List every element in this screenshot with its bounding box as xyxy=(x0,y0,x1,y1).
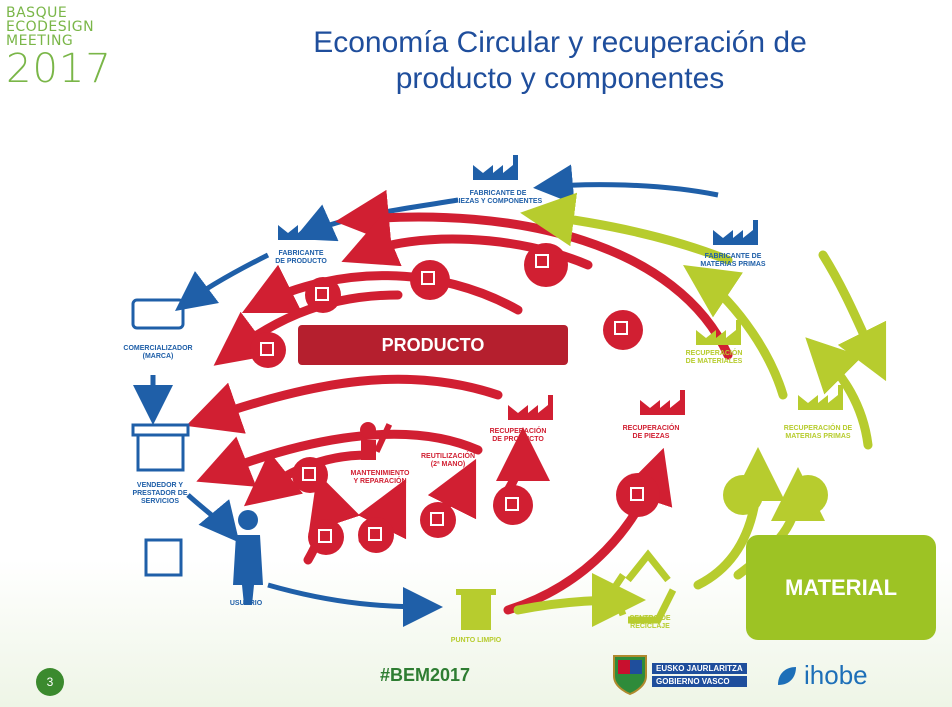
factory-icons xyxy=(278,155,843,420)
wrench-icon xyxy=(360,422,393,460)
ihobe-logo: ihobe xyxy=(776,660,868,691)
title-line-2: producto y componentes xyxy=(395,62,725,95)
coat-of-arms-icon xyxy=(613,655,647,696)
title-line-1: Economía Circular y recuperación de xyxy=(313,26,807,59)
recycle-icon xyxy=(609,549,677,624)
material-label: MATERIAL xyxy=(785,575,897,600)
material-banner: MATERIAL xyxy=(746,535,936,640)
logo-year: 2017 xyxy=(6,46,112,92)
user-icon xyxy=(233,510,263,605)
slide-title: Economía Circular y recuperación de prod… xyxy=(250,25,870,97)
producto-label: PRODUCTO xyxy=(382,335,485,355)
logo-line-3: MEETING xyxy=(6,33,74,49)
label-comercializador: COMERCIALIZADOR(MARCA) xyxy=(123,345,192,360)
label-punto-limpio: PUNTO LIMPIO xyxy=(451,637,502,644)
logo-line-2: ECODESIGN xyxy=(6,19,95,35)
hashtag: #BEM2017 xyxy=(380,665,471,685)
gov-line-1: EUSKO JAURLARITZA xyxy=(652,663,747,674)
ihobe-leaf-icon xyxy=(778,666,796,685)
red-circle-icons xyxy=(260,254,644,543)
producto-banner: PRODUCTO xyxy=(298,325,568,365)
trash-icon xyxy=(456,589,496,630)
blue-node-icons xyxy=(131,298,190,577)
red-process-circles xyxy=(250,243,660,555)
ihobe-text: ihobe xyxy=(804,660,868,690)
logo-line-1: BASQUE xyxy=(6,5,68,21)
label-reutilizacion: REUTILIZACIÓN(2ª MANO) xyxy=(421,451,475,468)
label-usuario: USUARIO xyxy=(230,600,263,607)
gov-line-2: GOBIERNO VASCO xyxy=(652,676,747,687)
event-logo: BASQUE ECODESIGN MEETING 2017 xyxy=(6,6,136,89)
green-process-circles xyxy=(723,475,828,515)
page-number: 3 xyxy=(36,668,64,696)
gobierno-vasco-logo: EUSKO JAURLARITZA GOBIERNO VASCO xyxy=(612,654,747,696)
